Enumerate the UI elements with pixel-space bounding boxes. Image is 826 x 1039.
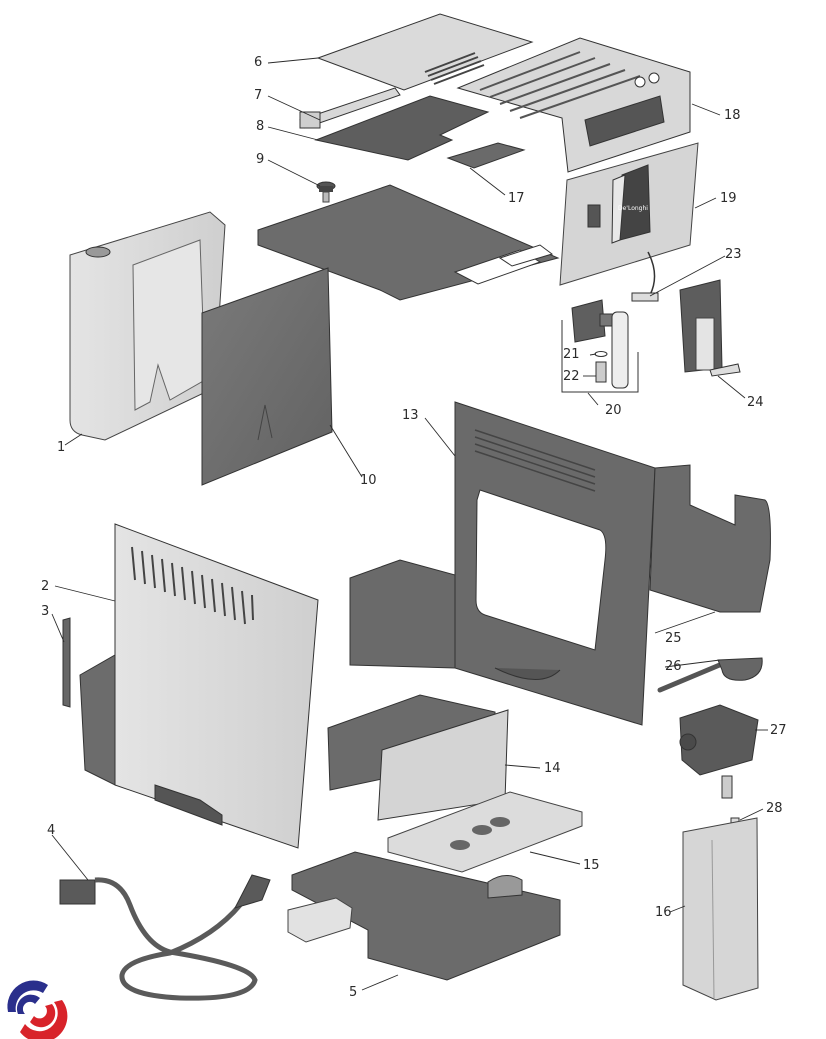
brand-badge: De'Longhi [618, 205, 648, 212]
label-part-25: 25 [665, 631, 682, 646]
part-18-control-panel [456, 37, 691, 173]
part-1-water-tank [69, 211, 226, 441]
label-part-5: 5 [349, 985, 358, 1000]
part-16-milk-container [682, 817, 759, 1001]
label-part-17: 17 [508, 191, 525, 206]
base-frame [257, 184, 560, 301]
label-part-1: 1 [57, 440, 66, 455]
label-part-3: 3 [41, 604, 50, 619]
label-part-22: 22 [563, 369, 580, 384]
label-part-28: 28 [766, 801, 783, 816]
part-5-drip-tray-base [287, 851, 561, 981]
label-part-15: 15 [583, 858, 600, 873]
part-15-cup-grid [387, 791, 583, 873]
watermark-logo [7, 980, 68, 1039]
part-4-power-cord [59, 874, 271, 1001]
label-part-21: 21 [563, 347, 580, 362]
part-2-side-panel-left [79, 523, 319, 849]
label-part-10: 10 [360, 473, 377, 488]
part-20-steam-assembly [561, 299, 639, 393]
label-part-24: 24 [747, 395, 764, 410]
label-part-23: 23 [725, 247, 742, 262]
label-part-27: 27 [770, 723, 787, 738]
label-part-13: 13 [402, 408, 419, 423]
label-part-2: 2 [41, 579, 50, 594]
label-part-7: 7 [254, 88, 263, 103]
part-9-grinder-knob [316, 181, 336, 203]
label-part-26: 26 [665, 659, 682, 674]
part-13-side-panel-right [349, 401, 656, 726]
label-part-20: 20 [605, 403, 622, 418]
part-25-side-cover [649, 464, 771, 613]
part-21-o-ring [594, 351, 608, 357]
label-part-8: 8 [256, 119, 265, 134]
label-part-6: 6 [254, 55, 263, 70]
leader-lines [51, 57, 768, 991]
part-27-frother-head [679, 704, 759, 799]
part-8-bean-lid [314, 95, 490, 161]
part-10-rear-panel [201, 267, 333, 486]
label-part-18: 18 [724, 108, 741, 123]
part-23-connector [631, 251, 659, 302]
part-26-measuring-scoop [657, 657, 763, 693]
part-22-nozzle-tip [595, 361, 607, 383]
part-3-side-bracket [62, 617, 71, 708]
part-24-coffee-spout [679, 279, 741, 377]
part-17-preground-lid [446, 142, 526, 169]
label-part-14: 14 [544, 761, 561, 776]
label-part-16: 16 [655, 905, 672, 920]
part-19-front-panel: De'Longhi [559, 142, 699, 286]
label-part-19: 19 [720, 191, 737, 206]
part-6-top-lid [316, 13, 534, 91]
part-14-grounds-container [327, 694, 509, 821]
label-part-4: 4 [47, 823, 56, 838]
label-part-9: 9 [256, 152, 265, 167]
